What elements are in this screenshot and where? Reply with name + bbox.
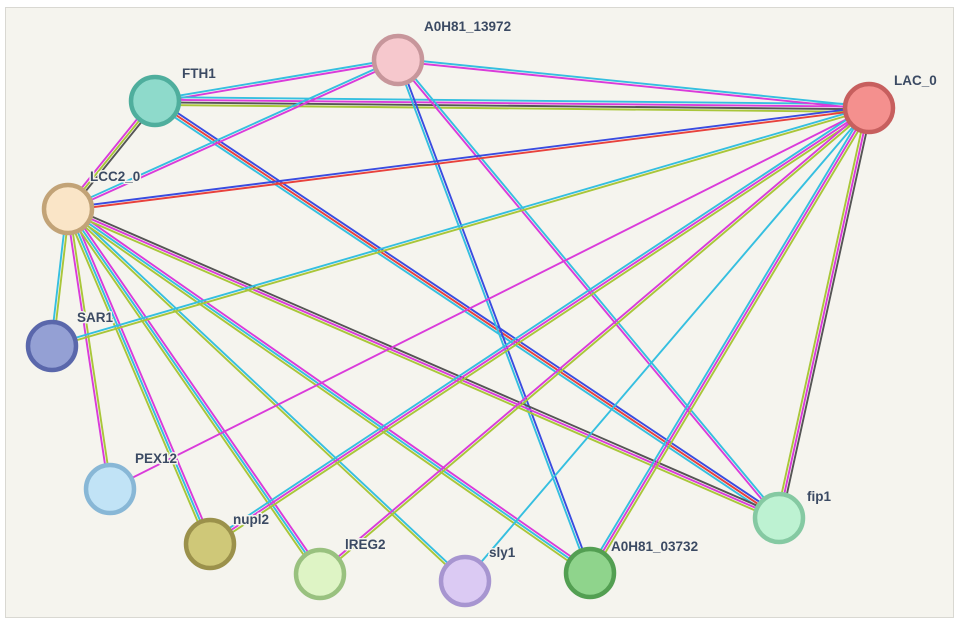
- node-sly1[interactable]: [438, 554, 492, 608]
- edge-line-green: [210, 109, 872, 548]
- edge-line-cyan: [154, 96, 870, 106]
- edge-line-magenta: [318, 106, 870, 574]
- edge-line-black: [68, 205, 781, 517]
- edge-line-green: [64, 209, 319, 577]
- edge-line-magenta: [154, 98, 870, 108]
- node-label-nupl2: nupl2: [233, 512, 269, 527]
- edge-A0H81_13972-LCC2_0: [66, 57, 400, 212]
- edge-A0H81_13972-fip1: [396, 58, 781, 520]
- edge-IREG2-LAC_0: [318, 106, 871, 576]
- edge-line-blue: [66, 105, 870, 209]
- edge-line-green: [65, 210, 590, 577]
- edge-line-cyan: [586, 105, 868, 573]
- node-fip1[interactable]: [752, 491, 806, 545]
- node-LCC2_0[interactable]: [41, 182, 95, 236]
- node-label-LCC2_0: LCC2_0: [90, 169, 140, 184]
- edge-line-green: [68, 207, 113, 490]
- edge-nupl2-LAC_0: [207, 104, 872, 548]
- edge-LCC2_0-IREG2: [64, 206, 324, 577]
- node-IREG2[interactable]: [293, 547, 347, 601]
- node-label-LAC_0: LAC_0: [894, 73, 937, 88]
- edge-LCC2_0-A0H81_03732: [65, 205, 593, 577]
- edge-line-magenta: [65, 208, 110, 491]
- edge-SAR1-LAC_0: [50, 105, 871, 349]
- edge-line-cyan: [67, 207, 467, 582]
- edge-line-blue: [398, 58, 593, 574]
- edge-line-black: [780, 107, 873, 520]
- edge-fip1-LAC_0: [775, 106, 873, 520]
- edge-line-green: [154, 103, 870, 113]
- edge-line-magenta: [69, 207, 214, 544]
- node-nupl2[interactable]: [183, 517, 237, 571]
- edge-line-cyan: [395, 59, 590, 575]
- node-label-A0H81_03732: A0H81_03732: [611, 539, 698, 554]
- edge-sly1-LAC_0: [464, 107, 870, 582]
- edge-line-magenta: [589, 107, 870, 574]
- node-label-PEX12: PEX12: [135, 451, 177, 466]
- node-SAR1[interactable]: [25, 319, 79, 373]
- edge-line-magenta: [69, 206, 324, 574]
- edge-line-cyan: [153, 57, 399, 101]
- edge-line-magenta: [68, 205, 593, 572]
- nodes-layer: [25, 33, 896, 608]
- edge-LCC2_0-nupl2: [64, 207, 214, 546]
- edge-line-black: [154, 101, 870, 111]
- edge-line-cyan: [66, 57, 399, 209]
- edge-LCC2_0-LAC_0: [66, 105, 871, 212]
- edge-line-cyan: [50, 105, 870, 346]
- edge-line-magenta: [67, 60, 400, 212]
- node-label-FTH1: FTH1: [182, 66, 216, 81]
- edge-line-magenta: [154, 60, 400, 104]
- node-label-IREG2: lREG2: [345, 537, 386, 552]
- edge-line-cyan: [67, 208, 321, 575]
- edge-line-magenta: [209, 107, 870, 545]
- edge-line-green: [319, 108, 871, 576]
- edge-line-magenta: [778, 107, 870, 519]
- edge-line-green: [66, 210, 779, 522]
- edge-line-magenta: [396, 59, 779, 520]
- node-A0H81_13972[interactable]: [371, 33, 425, 87]
- edge-line-green: [64, 209, 209, 546]
- edge-line-red: [67, 108, 871, 212]
- node-label-A0H81_13972: A0H81_13972: [424, 19, 511, 34]
- edge-LCC2_0-fip1: [66, 205, 781, 522]
- edge-line-cyan: [67, 208, 211, 545]
- node-label-SAR1: SAR1: [77, 310, 114, 325]
- edge-FTH1-A0H81_13972: [153, 57, 400, 104]
- edge-line-magenta: [396, 60, 870, 111]
- edge-line-cyan: [207, 104, 869, 543]
- edge-PEX12-LAC_0: [109, 107, 870, 490]
- edge-line-blue: [155, 97, 782, 517]
- edge-line-green: [775, 106, 868, 519]
- edge-line-cyan: [398, 58, 781, 519]
- edge-line-green: [591, 108, 873, 576]
- node-label-sly1: sly1: [489, 545, 516, 560]
- edge-FTH1-LAC_0: [154, 96, 870, 113]
- edge-line-cyan: [464, 107, 870, 582]
- edge-line-magenta: [67, 208, 780, 519]
- edge-LCC2_0-PEX12: [65, 207, 113, 491]
- edge-line-green: [66, 208, 466, 583]
- node-label-fip1: fip1: [807, 489, 831, 504]
- edge-A0H81_13972-A0H81_03732: [395, 58, 593, 575]
- node-A0H81_03732[interactable]: [563, 546, 617, 600]
- node-FTH1[interactable]: [128, 74, 182, 128]
- edge-line-cyan: [152, 102, 779, 522]
- edges-layer: [49, 57, 873, 583]
- node-LAC_0[interactable]: [842, 81, 896, 135]
- edge-A0H81_03732-LAC_0: [586, 105, 873, 576]
- node-PEX12[interactable]: [83, 462, 137, 516]
- edge-line-green: [51, 108, 871, 349]
- edge-LCC2_0-sly1: [66, 207, 467, 583]
- edge-A0H81_13972-LAC_0: [396, 57, 871, 111]
- edge-line-cyan: [397, 57, 871, 108]
- edge-line-magenta: [109, 107, 870, 490]
- edge-line-cyan: [67, 208, 591, 574]
